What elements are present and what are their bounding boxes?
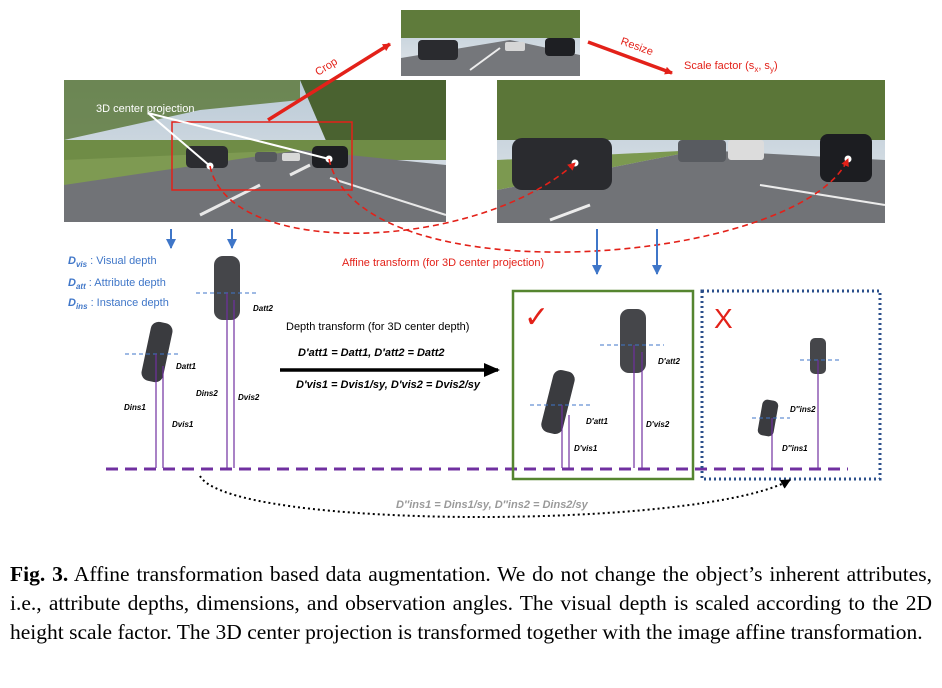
label-vis2-prime: D′vis2 <box>646 420 670 429</box>
correct-box <box>511 289 695 481</box>
correct-transform-panel: ✓ D′att2 D′vis2 D′att1 D′vis1 <box>511 289 695 481</box>
check-mark: ✓ <box>524 301 549 334</box>
depth-legend: Dvis : Visual depth Datt : Attribute dep… <box>68 255 169 311</box>
cropped-photo <box>401 10 580 76</box>
scale-factor-label: Scale factor (sx, sy) <box>684 60 778 74</box>
incorrect-transform-panel: X D″ins2 D″ins1 <box>700 289 882 481</box>
depth-transform-label: Depth transform (for 3D center depth) <box>286 321 469 333</box>
resize-arrow <box>587 40 673 75</box>
label-ins2-double: D″ins2 <box>790 405 816 414</box>
incorrect-box <box>700 289 882 481</box>
cross-mark: X <box>714 303 733 334</box>
left-road-photo: 3D center projection <box>64 80 447 222</box>
label-att2: Datt2 <box>253 304 274 313</box>
right-resized-photo <box>497 80 886 223</box>
center-point-2-resized <box>844 155 852 163</box>
affine-curve-2 <box>328 158 849 253</box>
crop-region-box <box>171 121 353 191</box>
crop-arrow <box>267 42 391 122</box>
crop-label: Crop <box>313 56 340 79</box>
label-att1-prime: D′att1 <box>586 417 608 426</box>
label-vis2: Dvis2 <box>238 393 260 402</box>
equation-vis: D′vis1 = Dvis1/sy, D′vis2 = Dvis2/sy <box>296 379 481 391</box>
label-ins2: Dins2 <box>196 389 218 398</box>
label-att2-prime: D′att2 <box>658 357 680 366</box>
center-projection-label: 3D center projection <box>96 103 194 115</box>
figure-caption: Fig. 3. Affine transformation based data… <box>10 560 932 647</box>
original-depth-schematic: Datt1 Dins1 Dvis1 Datt2 Dins2 Dvis2 <box>124 256 274 468</box>
equation-att: D′att1 = Datt1, D′att2 = Datt2 <box>298 347 444 359</box>
label-vis1-prime: D′vis1 <box>574 444 598 453</box>
label-ins1-double: D″ins1 <box>782 444 808 453</box>
car-1-resized <box>512 138 612 190</box>
caption-label: Fig. 3. <box>10 562 69 586</box>
equation-ins: D″ins1 = Dins1/sy, D″ins2 = Dins2/sy <box>396 499 589 511</box>
car-1-topdown <box>141 321 173 383</box>
label-vis1: Dvis1 <box>172 420 194 429</box>
label-att1: Datt1 <box>176 362 197 371</box>
legend-attribute-depth: Datt : Attribute depth <box>68 277 166 291</box>
label-ins1: Dins1 <box>124 403 146 412</box>
affine-transform-label: Affine transform (for 3D center projecti… <box>342 257 544 269</box>
figure-diagram: 3D center projection Crop Resize Scale f… <box>64 10 886 518</box>
affine-curve-1 <box>209 162 576 234</box>
caption-text: Affine transformation based data augment… <box>10 562 932 644</box>
legend-visual-depth: Dvis : Visual depth <box>68 255 157 269</box>
legend-instance-depth: Dins : Instance depth <box>68 297 169 311</box>
car-1 <box>186 146 228 168</box>
